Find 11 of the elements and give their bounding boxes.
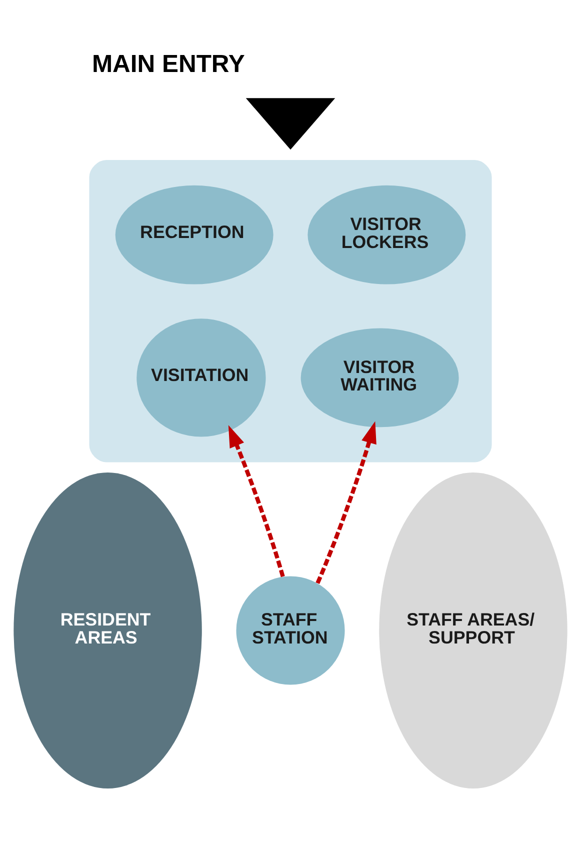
arrow <box>228 425 285 578</box>
node-circle: VISITATION <box>136 318 266 437</box>
node-ellipse: VISITOR WAITING <box>300 328 459 428</box>
node-label: MAIN ENTRY <box>92 50 245 78</box>
arrow <box>316 421 376 584</box>
node-circle: STAFF STATION <box>236 576 345 685</box>
node-ellipse: RESIDENT AREAS <box>14 472 202 788</box>
node-ellipse: STAFF AREAS/ SUPPORT <box>379 472 568 788</box>
node-ellipse: RECEPTION <box>115 185 274 284</box>
cluster <box>89 160 492 462</box>
node-ellipse: VISITOR LOCKERS <box>308 185 466 284</box>
